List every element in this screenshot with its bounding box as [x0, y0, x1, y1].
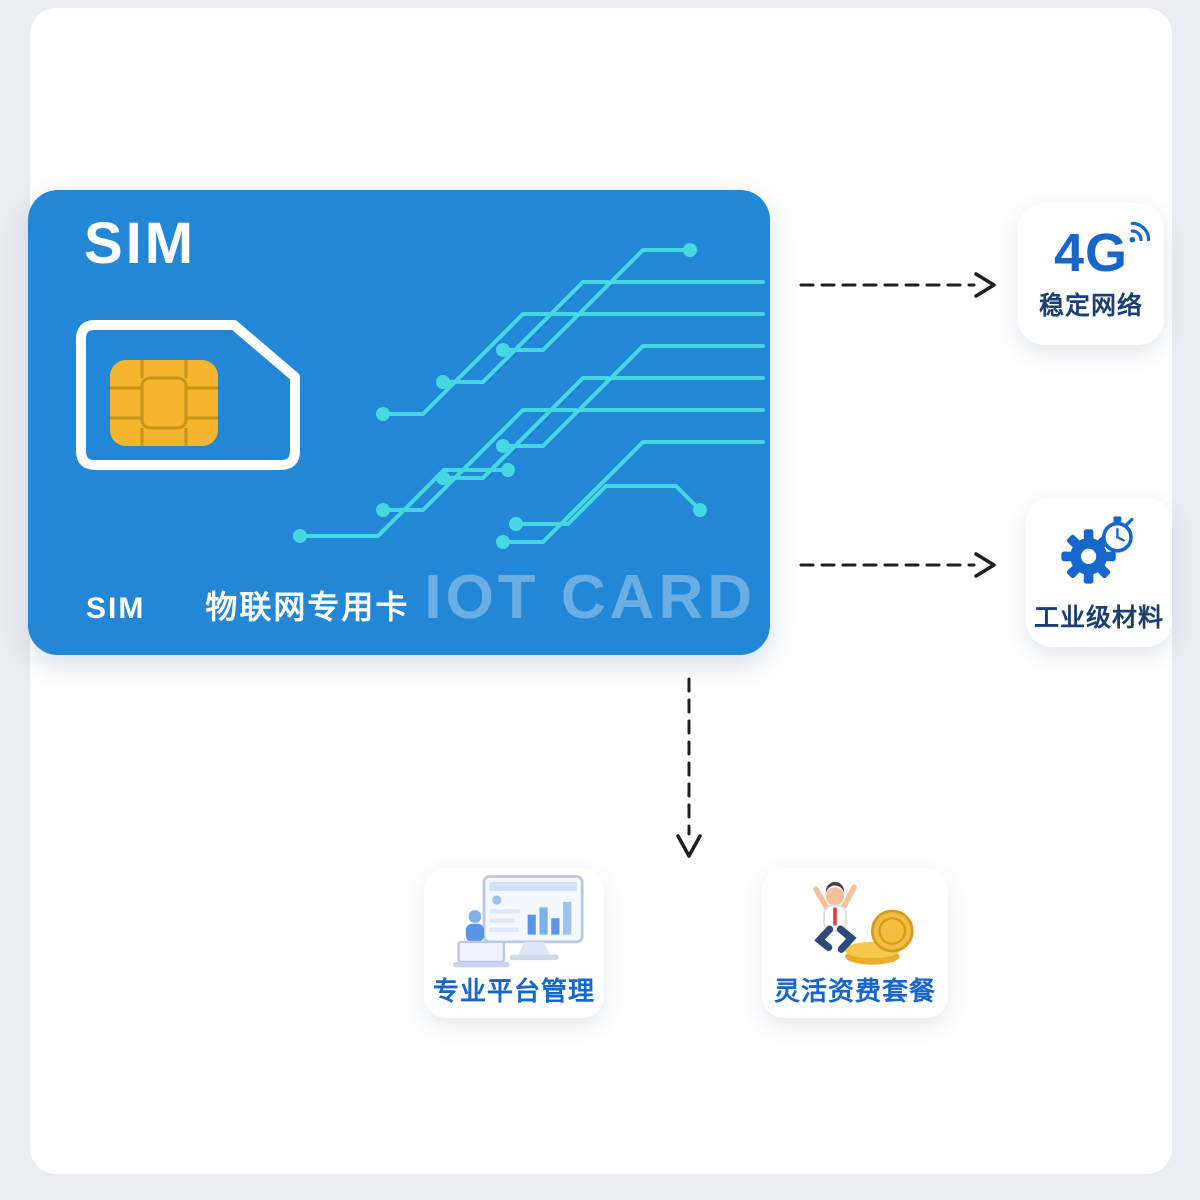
sim-footer-label: 物联网专用卡 — [205, 589, 410, 625]
feature-card-material: 工业级材料 — [1026, 497, 1172, 647]
arrow-to-bottom-icon — [676, 677, 702, 858]
circuit-traces-icon — [293, 243, 765, 549]
arrow-to-material-icon — [799, 552, 996, 578]
signal-waves-icon — [1129, 221, 1151, 243]
sim-brand-text: SIM — [84, 211, 197, 276]
network-4g-text: 4G — [1053, 223, 1129, 283]
platform-monitor-illustration — [453, 875, 584, 968]
network-label: 稳定网络 — [1038, 292, 1143, 320]
pricing-person-coins-illustration — [813, 881, 914, 965]
sim-footer-sim-text: SIM — [86, 592, 146, 625]
pricing-label: 灵活资费套餐 — [773, 976, 936, 1006]
sim-outline-icon — [76, 320, 300, 470]
gear-stopwatch-icon — [1061, 516, 1134, 584]
stopwatch-part — [1102, 516, 1134, 553]
feature-card-platform: 专业平台管理 — [424, 868, 604, 1018]
sim-footer: SIM 物联网专用卡 IOT CARD — [86, 567, 756, 629]
iot-card-watermark: IOT CARD — [424, 563, 756, 632]
network-4g-wrap: 4G — [1053, 221, 1151, 283]
sim-card: SIM SIM 物联网专用卡 IOT CARD — [28, 190, 770, 655]
arrow-to-network-icon — [799, 272, 996, 298]
sim-chip-icon — [110, 360, 218, 446]
feature-card-pricing: 灵活资费套餐 — [762, 868, 948, 1018]
material-label: 工业级材料 — [1033, 604, 1164, 632]
platform-label: 专业平台管理 — [432, 976, 595, 1006]
feature-card-network: 4G 稳定网络 — [1018, 203, 1164, 345]
